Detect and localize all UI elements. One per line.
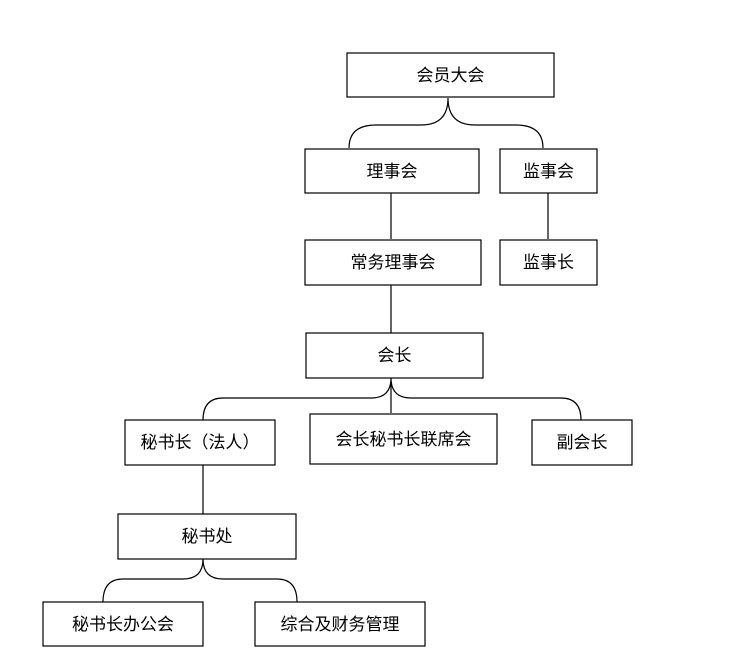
node-label: 副会长 xyxy=(557,433,608,453)
node-label: 秘书长（法人） xyxy=(141,433,260,453)
connector-secretariat-to-offices xyxy=(102,558,298,603)
node-council: 理事会 xyxy=(304,148,480,194)
node-supervisory-board: 监事会 xyxy=(499,148,598,194)
node-admin-finance: 综合及财务管理 xyxy=(254,601,426,647)
node-label: 理事会 xyxy=(367,162,418,182)
node-secretary-general: 秘书长（法人） xyxy=(124,419,276,466)
node-vice-president: 副会长 xyxy=(531,419,633,466)
node-label: 会长 xyxy=(378,346,412,366)
node-joint-meeting: 会长秘书长联席会 xyxy=(309,413,498,465)
node-label: 综合及财务管理 xyxy=(281,615,400,635)
node-president: 会长 xyxy=(305,332,484,379)
node-standing-council: 常务理事会 xyxy=(304,239,482,286)
node-chief-supervisor: 监事长 xyxy=(499,239,598,286)
node-members-assembly: 会员大会 xyxy=(346,52,555,98)
node-label: 监事长 xyxy=(523,253,574,273)
node-label: 会长秘书长联席会 xyxy=(336,430,472,450)
node-secretariat: 秘书处 xyxy=(117,513,297,560)
node-label: 秘书长办公会 xyxy=(72,615,174,635)
node-label: 秘书处 xyxy=(182,527,233,547)
node-label: 会员大会 xyxy=(417,66,485,86)
node-label: 监事会 xyxy=(523,162,574,182)
connector-members-assembly-to-council-supervisory xyxy=(348,97,544,149)
node-sg-office: 秘书长办公会 xyxy=(42,601,204,647)
node-label: 常务理事会 xyxy=(351,253,436,273)
connector-president-to-deputies xyxy=(202,377,582,421)
